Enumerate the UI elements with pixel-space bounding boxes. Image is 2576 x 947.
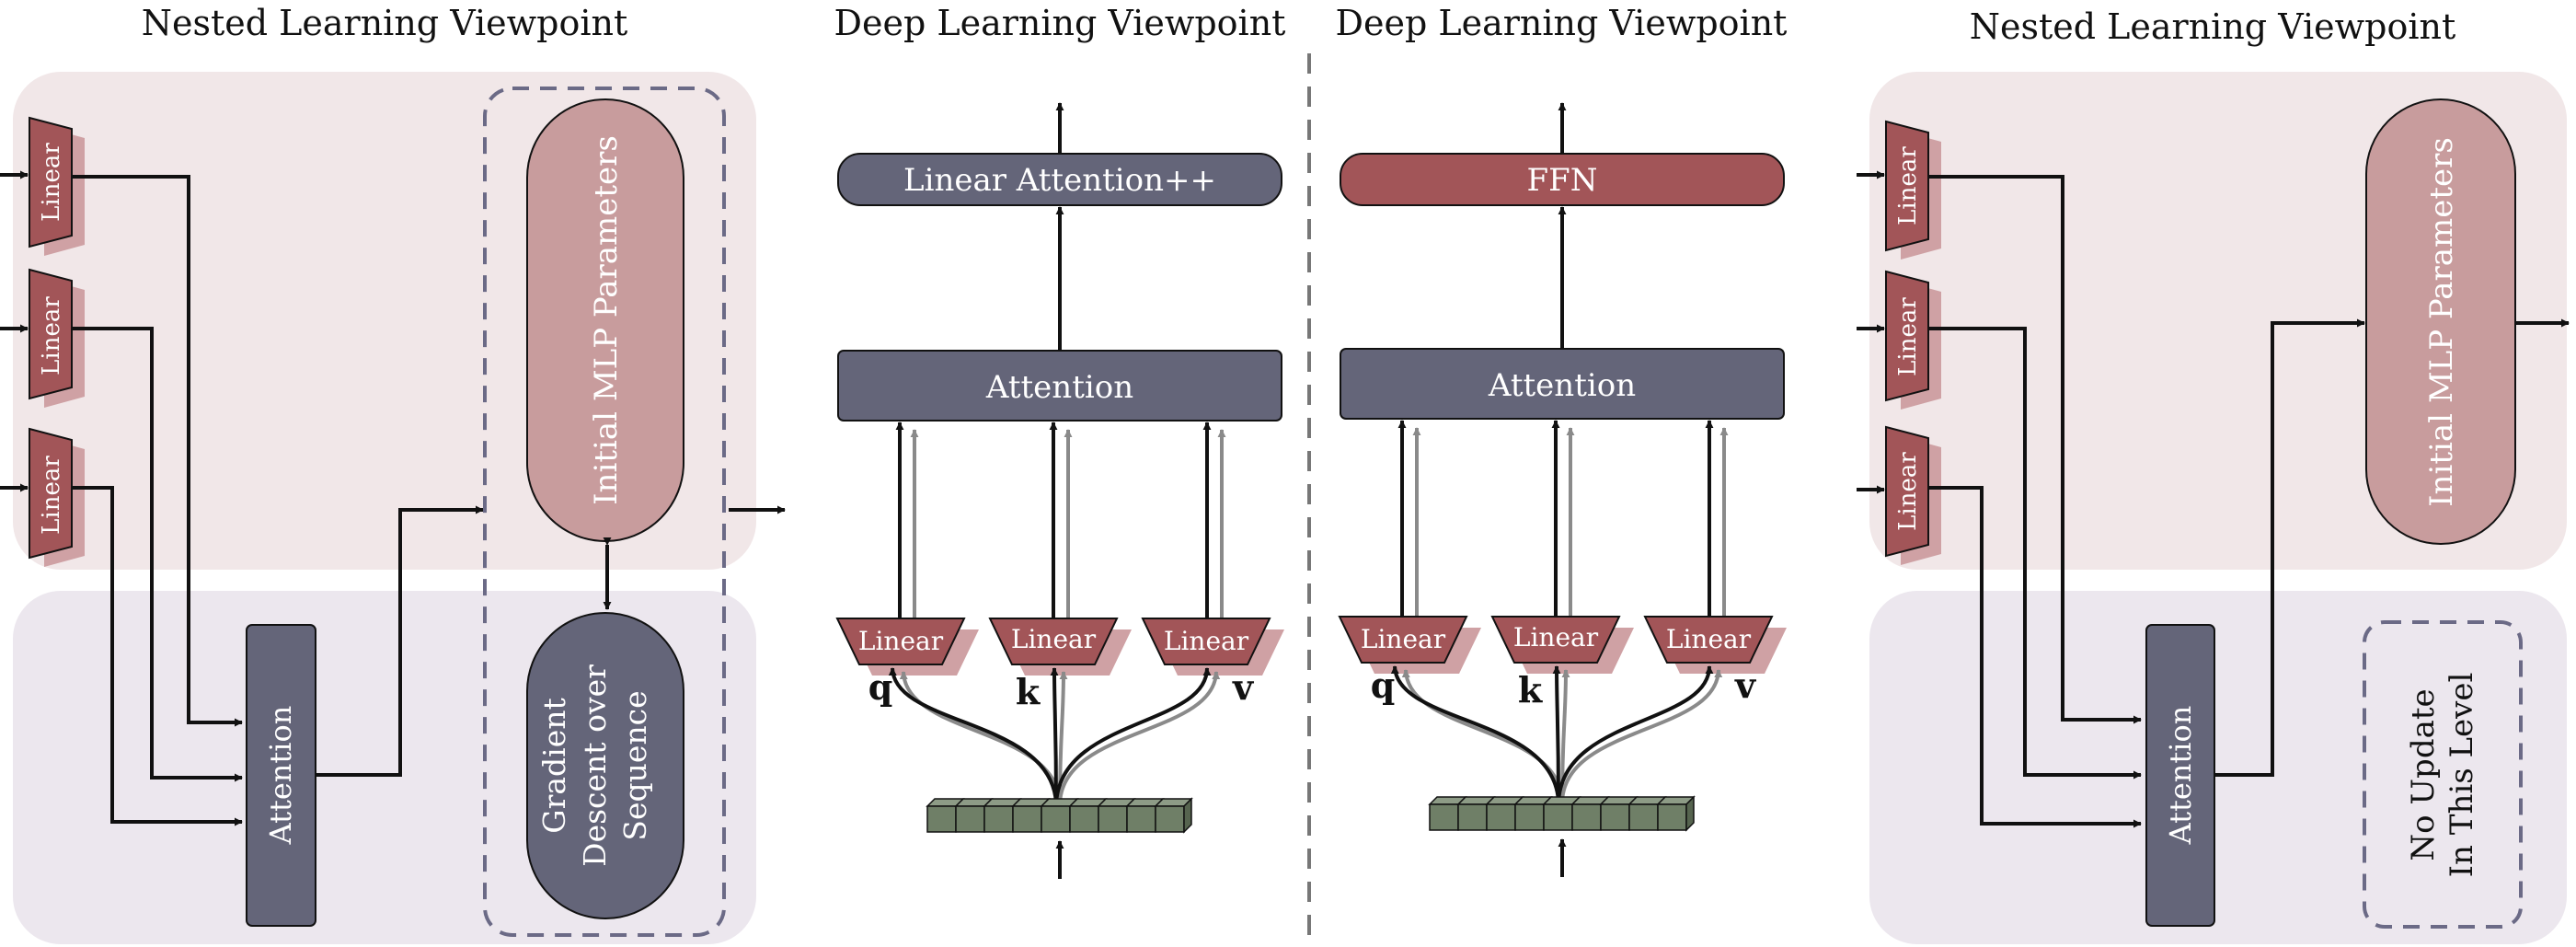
linear-block: Linear bbox=[1490, 616, 1634, 674]
linear-block: Linear bbox=[835, 618, 979, 676]
token-cube bbox=[1041, 805, 1071, 833]
linear-label: Linear bbox=[38, 143, 65, 222]
memory-dashed-frame bbox=[483, 87, 726, 937]
ffn-block bbox=[1340, 153, 1785, 206]
linear-block: Linear bbox=[1643, 616, 1787, 674]
token-cube bbox=[1600, 803, 1630, 831]
linear-block: Linear bbox=[1338, 616, 1481, 674]
token-cube bbox=[1155, 805, 1185, 833]
token-cube bbox=[1657, 803, 1687, 831]
panel-deep-right: Deep Learning Viewpoint FFN Attention Li… bbox=[1336, 3, 1788, 877]
attention-to-mlp-arrow bbox=[316, 505, 484, 777]
linear-label: Linear bbox=[1894, 297, 1922, 376]
linear-block: Linear bbox=[0, 427, 85, 567]
linear-label: Linear bbox=[1894, 146, 1922, 225]
attention-label: Attention bbox=[263, 706, 298, 846]
mlp-parameters-label: Initial MLP Parameters bbox=[588, 135, 625, 505]
token-cube-side bbox=[1183, 797, 1192, 834]
token-cube bbox=[983, 805, 1014, 833]
linear-label: Linear bbox=[1894, 452, 1922, 531]
panel-heading: Deep Learning Viewpoint bbox=[1336, 3, 1788, 43]
token-cube bbox=[1457, 803, 1488, 831]
token-cube bbox=[1571, 803, 1602, 831]
linear-label: Linear bbox=[1164, 626, 1249, 656]
linear-label: Linear bbox=[858, 626, 944, 656]
token-cube bbox=[1429, 803, 1459, 831]
panel-heading: Nested Learning Viewpoint bbox=[142, 3, 628, 43]
linear-label: Linear bbox=[1513, 622, 1599, 653]
linear-block: Linear bbox=[1857, 425, 1941, 565]
no-update-label: No Update In This Level bbox=[2405, 673, 2480, 878]
panel-deep-left: Deep Learning Viewpoint Linear Attention… bbox=[834, 3, 1286, 879]
linear-label: Linear bbox=[1361, 624, 1446, 654]
query-label: q bbox=[1371, 664, 1396, 706]
attention-label: Attention bbox=[1488, 367, 1636, 404]
key-label: k bbox=[1016, 671, 1041, 712]
token-cube bbox=[1486, 803, 1516, 831]
token-cube bbox=[1126, 805, 1156, 833]
mlp-parameters-label: Initial MLP Parameters bbox=[2423, 137, 2460, 507]
attention-block bbox=[837, 350, 1282, 422]
attention-label: Attention bbox=[985, 369, 1133, 406]
token-cube-side bbox=[1685, 795, 1695, 832]
linear-attention-label: Linear Attention++ bbox=[903, 162, 1216, 199]
attention-to-mlp-arrow bbox=[2214, 318, 2365, 777]
linear-label: Linear bbox=[38, 456, 65, 535]
token-sequence bbox=[1428, 795, 1696, 832]
linear-block: Linear bbox=[1141, 618, 1284, 676]
ffn-label: FFN bbox=[1527, 162, 1598, 199]
token-cube bbox=[1069, 805, 1099, 833]
token-cube bbox=[1514, 803, 1545, 831]
panel-nested-left: Nested Learning Viewpoint Linear Linear … bbox=[0, 3, 786, 944]
no-update-line: In This Level bbox=[2444, 673, 2480, 878]
token-cube bbox=[1543, 803, 1573, 831]
no-update-dashed-box bbox=[2363, 620, 2523, 929]
linear-block: Linear bbox=[1857, 120, 1941, 260]
panel-nested-right: Nested Learning Viewpoint Linear Linear … bbox=[1857, 6, 2570, 944]
lower-level-background bbox=[1869, 591, 2567, 944]
key-label: k bbox=[1518, 669, 1543, 710]
gd-label-line: Gradient bbox=[536, 698, 572, 834]
linear-label: Linear bbox=[1666, 624, 1752, 654]
linear-block: Linear bbox=[0, 116, 85, 256]
query-label: q bbox=[868, 666, 893, 708]
token-cube bbox=[1098, 805, 1128, 833]
panel-heading: Nested Learning Viewpoint bbox=[1970, 6, 2456, 47]
linear-label: Linear bbox=[38, 296, 65, 375]
linear-attention-block bbox=[837, 153, 1282, 206]
linear-to-attention-arrows bbox=[72, 175, 243, 826]
gd-label-line: Descent over bbox=[577, 664, 613, 867]
value-label: v bbox=[1232, 666, 1255, 708]
token-cube bbox=[926, 805, 957, 833]
no-update-line: No Update bbox=[2405, 688, 2442, 860]
value-label: v bbox=[1734, 664, 1757, 706]
gradient-descent-block bbox=[526, 612, 684, 919]
token-sequence bbox=[926, 797, 1193, 834]
token-cube bbox=[955, 805, 985, 833]
gradient-descent-label: Gradient Descent over Sequence bbox=[536, 664, 653, 867]
linear-block: Linear bbox=[1857, 270, 1941, 410]
token-cube bbox=[1012, 805, 1042, 833]
linear-block: Linear bbox=[988, 618, 1132, 676]
linear-block: Linear bbox=[0, 268, 85, 408]
token-cube bbox=[1628, 803, 1659, 831]
linear-to-attention-arrows bbox=[1928, 175, 2142, 828]
gd-label-line: Sequence bbox=[617, 690, 653, 840]
attention-label: Attention bbox=[2163, 706, 2198, 846]
token-to-linear-arrows bbox=[1390, 665, 1723, 804]
attention-block bbox=[1340, 348, 1785, 420]
linear-label: Linear bbox=[1011, 624, 1097, 654]
panel-heading: Deep Learning Viewpoint bbox=[834, 3, 1286, 43]
token-to-linear-arrows bbox=[888, 667, 1221, 806]
